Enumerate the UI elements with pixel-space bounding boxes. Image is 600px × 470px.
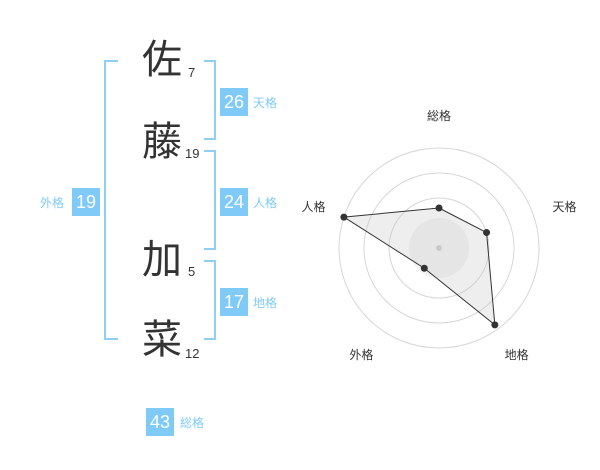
- radar-ring-4: [338, 147, 540, 349]
- gaikaku-bracket: [104, 60, 118, 340]
- stroke-count-2: 19: [185, 146, 200, 161]
- stroke-count-3: 5: [188, 264, 196, 279]
- jinkaku-bracket: [204, 150, 216, 250]
- jinkaku-value: 24: [220, 188, 248, 216]
- kanji-2: 藤: [142, 119, 182, 165]
- radar-ring-2: [388, 197, 490, 299]
- chikaku-value: 17: [220, 288, 248, 316]
- kanji-3: 加: [142, 237, 182, 283]
- tenkaku-bracket: [204, 60, 216, 140]
- chikaku-bracket: [204, 260, 216, 340]
- radar-axis-label-5: 人格: [301, 199, 325, 214]
- radar-axis-label-4: 外格: [349, 347, 373, 362]
- radar-axis-label-3: 地格: [505, 347, 529, 362]
- soukaku-label: 総格: [180, 416, 205, 430]
- radar-point-2: [483, 229, 491, 237]
- kanji-1: 佐: [142, 37, 182, 83]
- tenkaku-value: 26: [220, 88, 248, 116]
- chikaku-label: 地格: [253, 296, 278, 310]
- stroke-count-1: 7: [188, 65, 196, 80]
- jinkaku-label: 人格: [253, 196, 278, 210]
- radar-point-5: [340, 213, 348, 221]
- tenkaku-label: 天格: [253, 96, 278, 110]
- gaikaku-label: 外格: [40, 196, 65, 210]
- radar-ring-3: [363, 172, 515, 324]
- stroke-count-4: 12: [185, 346, 200, 361]
- soukaku-value: 43: [146, 408, 174, 436]
- gaikaku-value: 19: [72, 188, 100, 216]
- radar-axis-label-2: 天格: [553, 199, 577, 214]
- radar-series-polygon: [342, 207, 496, 326]
- radar-point-4: [420, 264, 428, 272]
- kanji-4: 菜: [142, 317, 182, 363]
- radar-axis-label-1: 総格: [427, 108, 451, 123]
- radar-center-dot: [436, 245, 442, 251]
- radar-point-3: [491, 321, 499, 329]
- radar-point-1: [435, 204, 443, 212]
